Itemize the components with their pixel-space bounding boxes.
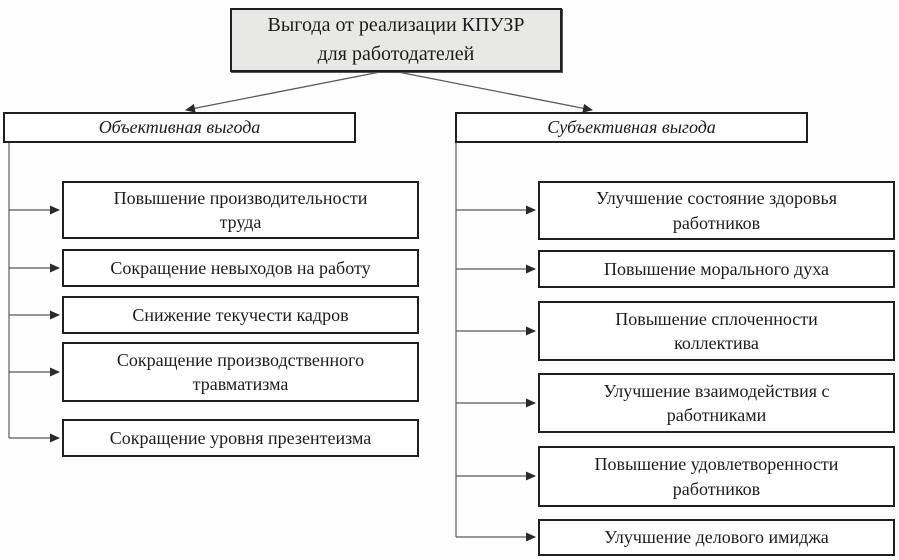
root-box: Выгода от реализации КПУЗР для работодат…: [230, 8, 562, 72]
benefit-item-objective-1: Повышение производительности труда: [62, 181, 419, 239]
root-to-left-branch-arrow: [185, 71, 381, 113]
right-branch-header: Субъективная выгода: [455, 112, 808, 143]
benefit-item-objective-5: Сокращение уровня презентеизма: [62, 419, 419, 457]
benefit-item-objective-4: Сокращение производственного травматизма: [62, 342, 419, 402]
benefit-item-subjective-4: Улучшение взаимодействия с работниками: [538, 373, 895, 433]
benefit-item-subjective-5: Повышение удовлетворенности работников: [538, 446, 895, 507]
benefit-item-objective-2: Сокращение невыходов на работу: [62, 249, 419, 287]
benefit-item-subjective-6: Улучшение делового имиджа: [538, 519, 895, 556]
benefit-item-objective-3: Снижение текучести кадров: [62, 296, 419, 334]
left-branch-header: Объективная выгода: [3, 112, 356, 143]
root-to-right-branch-arrow: [397, 71, 593, 113]
benefit-item-subjective-3: Повышение сплоченности коллектива: [538, 301, 895, 361]
left-branch-item-arrows: [9, 205, 60, 443]
right-branch-item-arrows: [456, 205, 536, 542]
benefit-item-subjective-2: Повышение морального духа: [538, 250, 895, 288]
benefit-item-subjective-1: Улучшение состояние здоровья работников: [538, 181, 895, 240]
